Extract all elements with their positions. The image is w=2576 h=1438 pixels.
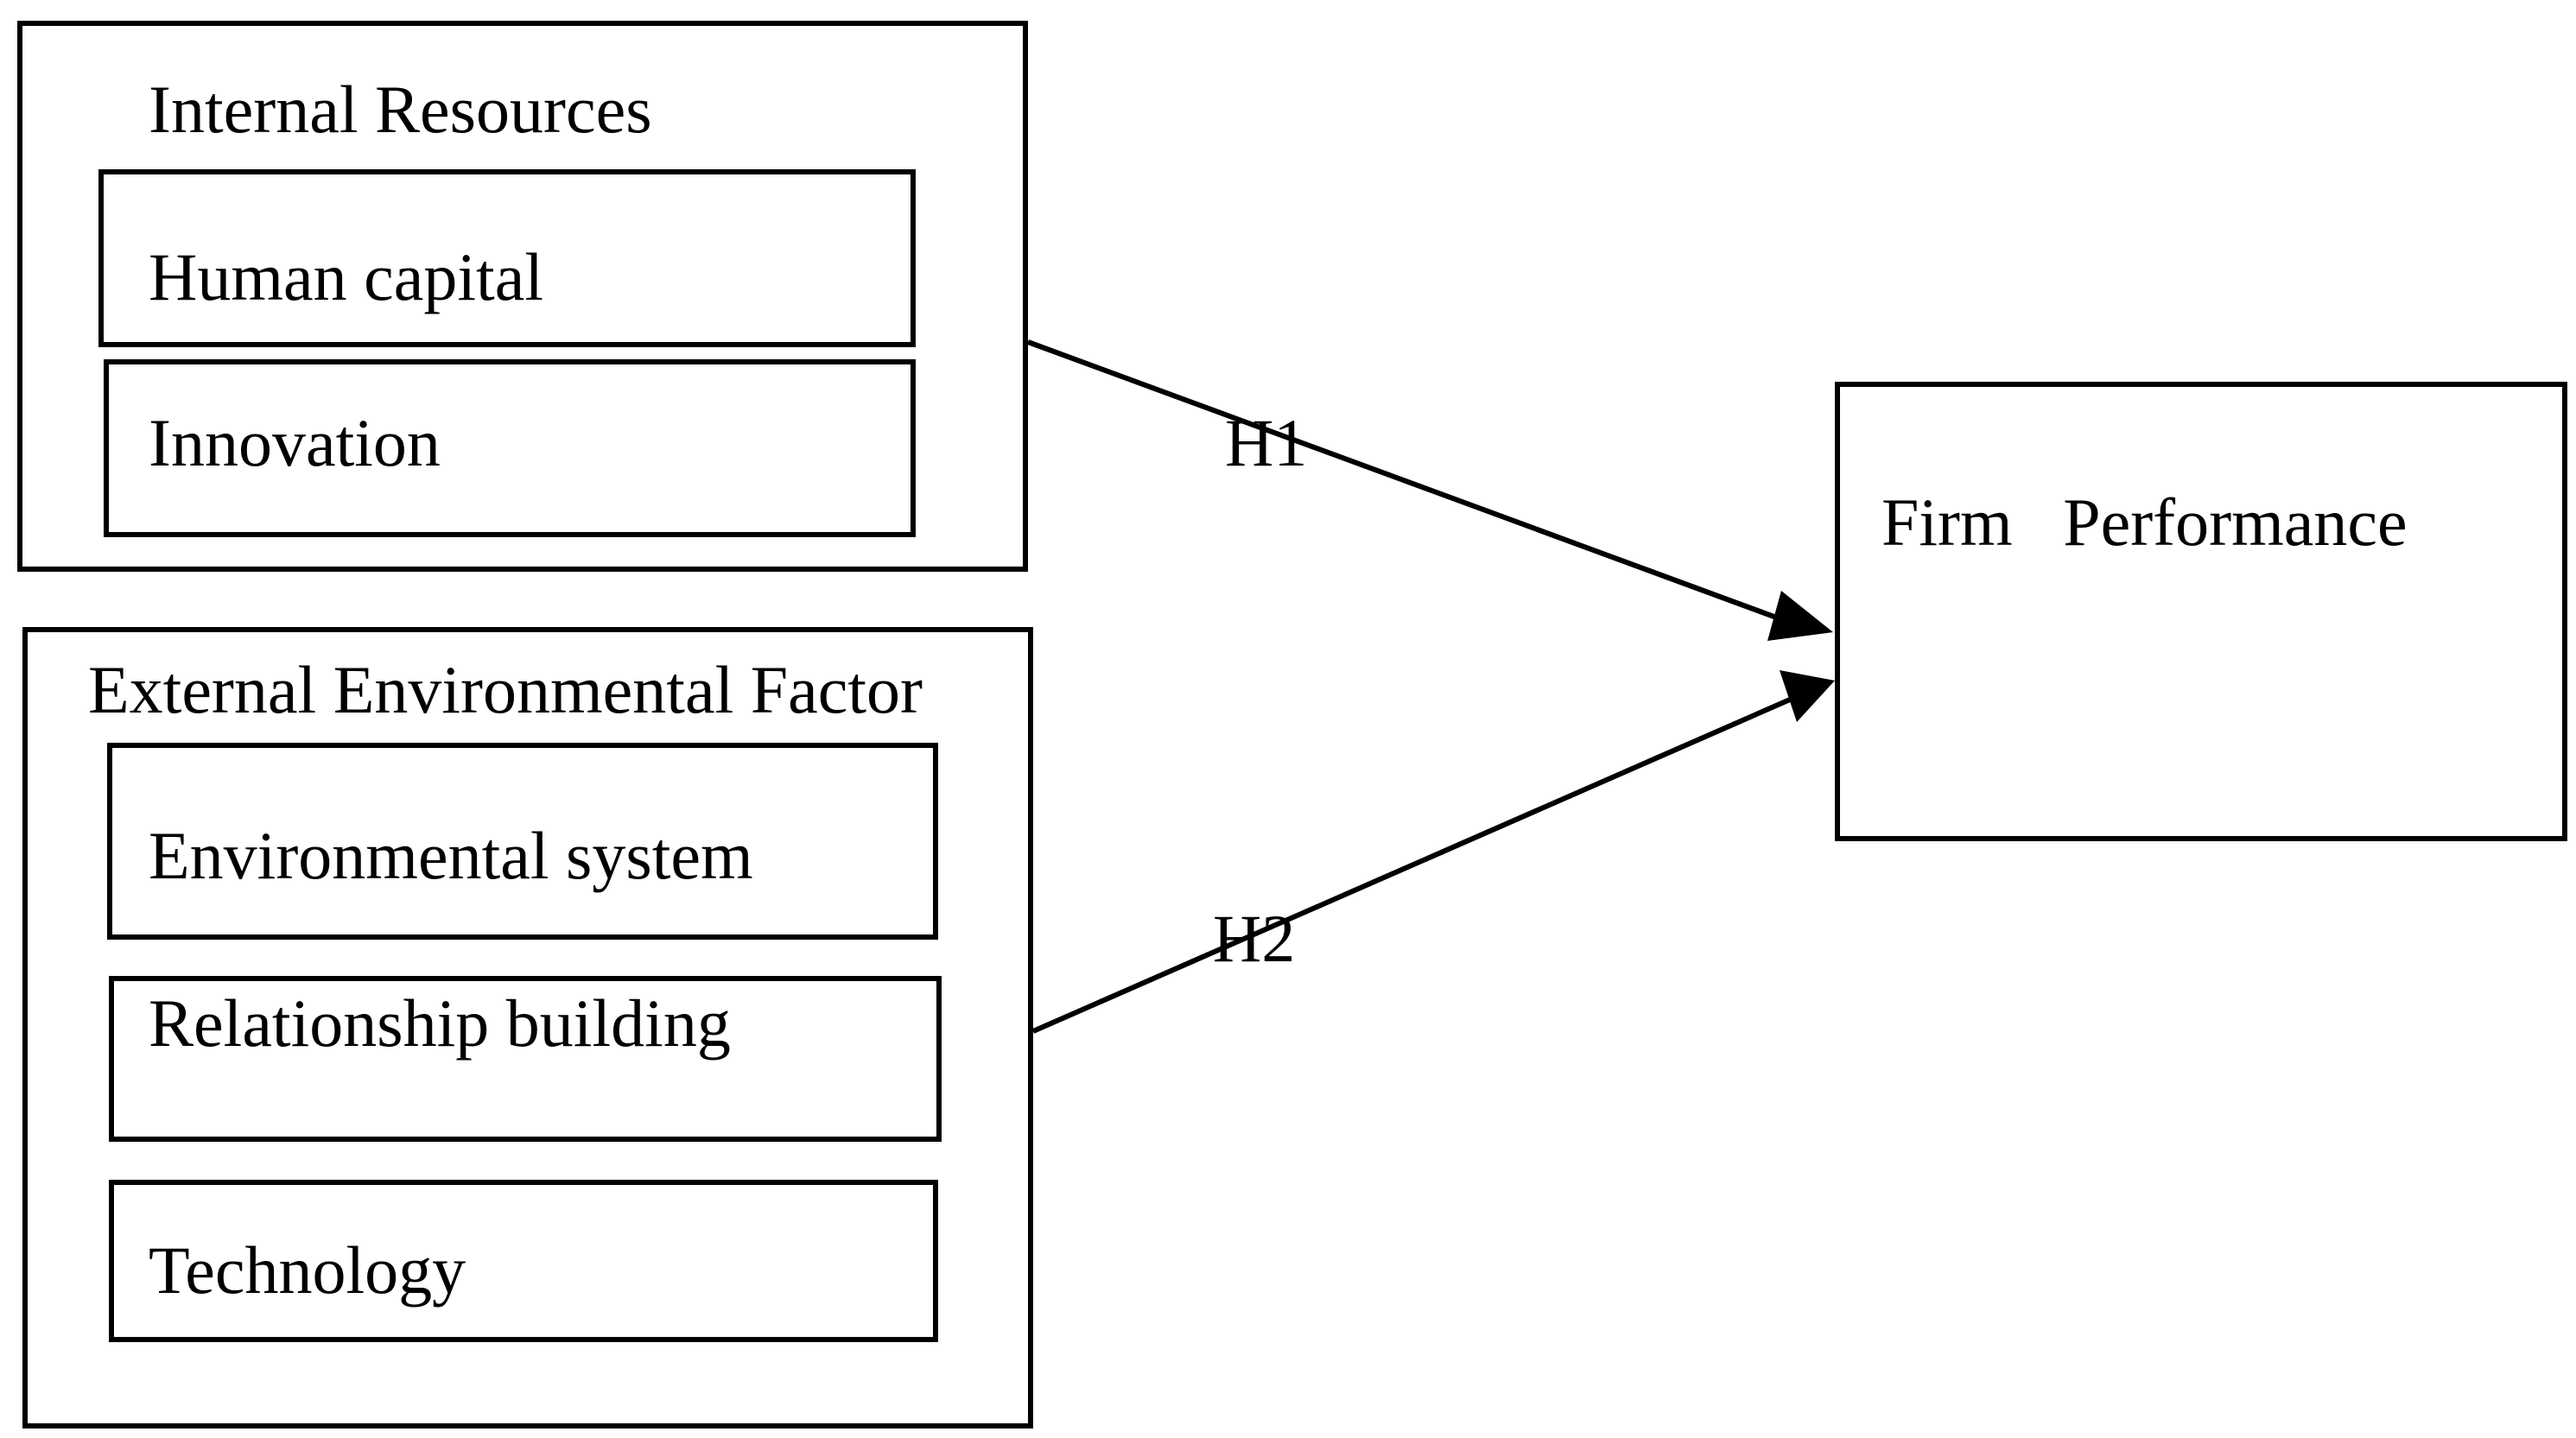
h2-label: H2 [1213, 901, 1296, 976]
innovation-label: Innovation [149, 405, 441, 480]
relationship-building-box [109, 976, 942, 1142]
human-capital-box [98, 169, 916, 347]
h1-arrow [1026, 339, 1833, 641]
technology-box [109, 1180, 938, 1342]
environmental-system-box [107, 743, 938, 940]
h1-arrowhead [1767, 591, 1833, 641]
h1-label: H1 [1225, 405, 1308, 480]
environmental-system-label: Environmental system [149, 818, 753, 893]
h2-arrow [1031, 670, 1835, 1034]
innovation-box [104, 359, 916, 537]
external-environment-title: External Environmental Factor [88, 652, 923, 727]
h2-arrowhead [1780, 670, 1835, 722]
relationship-building-label: Relationship building [149, 985, 731, 1061]
internal-resources-title: Internal Resources [149, 72, 652, 147]
firm-performance-box [1835, 382, 2567, 841]
human-capital-label: Human capital [149, 239, 543, 314]
firm-performance-label: Firm Performance [1881, 485, 2408, 560]
technology-label: Technology [149, 1232, 466, 1308]
